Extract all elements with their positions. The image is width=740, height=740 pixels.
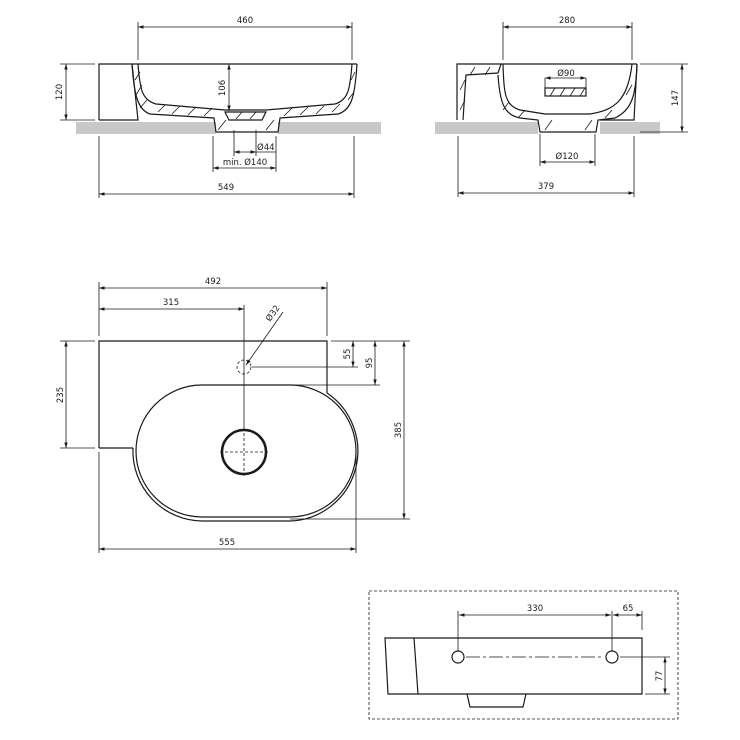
dim-95: 95 [365, 358, 375, 369]
fixing-hole-left [451, 650, 465, 664]
wall-view: 330 65 77 [368, 590, 679, 720]
dim-379: 379 [538, 182, 554, 192]
detail-frame [368, 590, 679, 720]
dim-330: 330 [527, 604, 543, 614]
dim-549: 549 [218, 183, 234, 193]
dim-overflow-90: Ø90 [557, 68, 575, 79]
dim-555: 555 [219, 538, 235, 548]
dim-315: 315 [163, 298, 179, 308]
countertop-right [600, 122, 660, 134]
dim-492: 492 [205, 277, 221, 287]
dim-120: 120 [55, 84, 65, 100]
dim-460: 460 [237, 16, 253, 26]
countertop-left [76, 122, 216, 134]
countertop-left [435, 122, 538, 134]
front-section-view: 460 120 106 Ø44 min. Ø140 549 [55, 16, 381, 198]
side-section-view: Ø90 280 147 Ø120 379 [435, 16, 688, 197]
dim-cutout-140: min. Ø140 [223, 157, 267, 168]
dim-147: 147 [671, 90, 681, 106]
dim-65: 65 [623, 604, 634, 614]
fixing-hole-right [605, 650, 619, 664]
dim-drain-120: Ø120 [556, 151, 579, 162]
dim-235: 235 [56, 387, 66, 403]
dim-106: 106 [218, 80, 228, 96]
dim-drain-44: Ø44 [257, 142, 275, 153]
countertop-right [278, 122, 381, 134]
dim-77: 77 [655, 671, 665, 682]
dim-385: 385 [394, 422, 404, 438]
plan-view: Ø32 492 315 55 95 385 235 555 [56, 277, 410, 553]
dim-tap-32: Ø32 [263, 303, 282, 324]
basin-inner-outline [135, 384, 357, 518]
dim-55: 55 [343, 349, 353, 360]
dim-280: 280 [559, 16, 575, 26]
drain-hole [220, 428, 268, 476]
